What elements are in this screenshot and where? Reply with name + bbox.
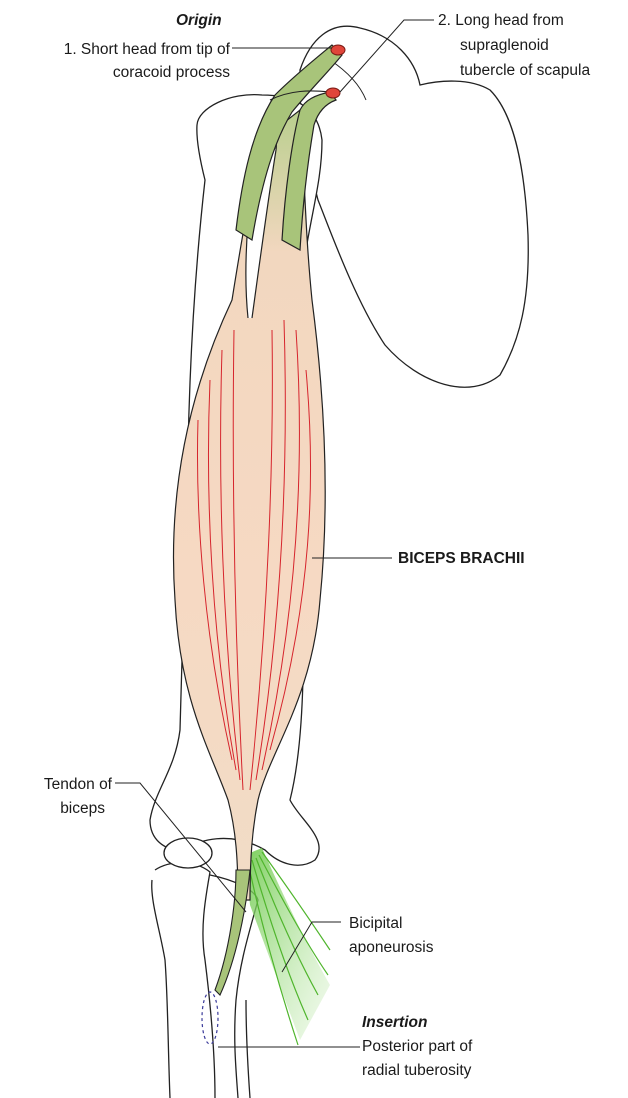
- insertion-heading: Insertion: [362, 1013, 427, 1032]
- ulna-outline: [155, 863, 215, 1098]
- tendon-label-line1: Tendon of: [0, 775, 112, 794]
- aponeurosis-label-line1: Bicipital: [349, 914, 402, 933]
- insertion-label-line1: Posterior part of: [362, 1037, 472, 1056]
- long-head-label-line2: supraglenoid: [460, 36, 549, 55]
- insertion-tendon: [215, 870, 250, 995]
- short-head-label-line2: coracoid process: [0, 63, 230, 82]
- insertion-label-line2: radial tuberosity: [362, 1061, 471, 1080]
- long-head-label-line3: tubercle of scapula: [460, 61, 590, 80]
- aponeurosis-label-line2: aponeurosis: [349, 938, 433, 957]
- radial-head: [164, 838, 212, 868]
- long-head-label-line1: 2. Long head from: [438, 11, 564, 30]
- ulna-inner: [152, 880, 170, 1098]
- long-head-origin-marker: [326, 88, 340, 98]
- scapula-outline: [300, 26, 528, 387]
- tendon-label-line2: biceps: [0, 799, 105, 818]
- short-head-origin-marker: [331, 45, 345, 55]
- short-head-label-line1: 1. Short head from tip of: [0, 40, 230, 59]
- origin-heading: Origin: [176, 11, 222, 30]
- biceps-brachii-label: BICEPS BRACHII: [398, 549, 525, 568]
- radius-outline-2: [246, 1000, 250, 1098]
